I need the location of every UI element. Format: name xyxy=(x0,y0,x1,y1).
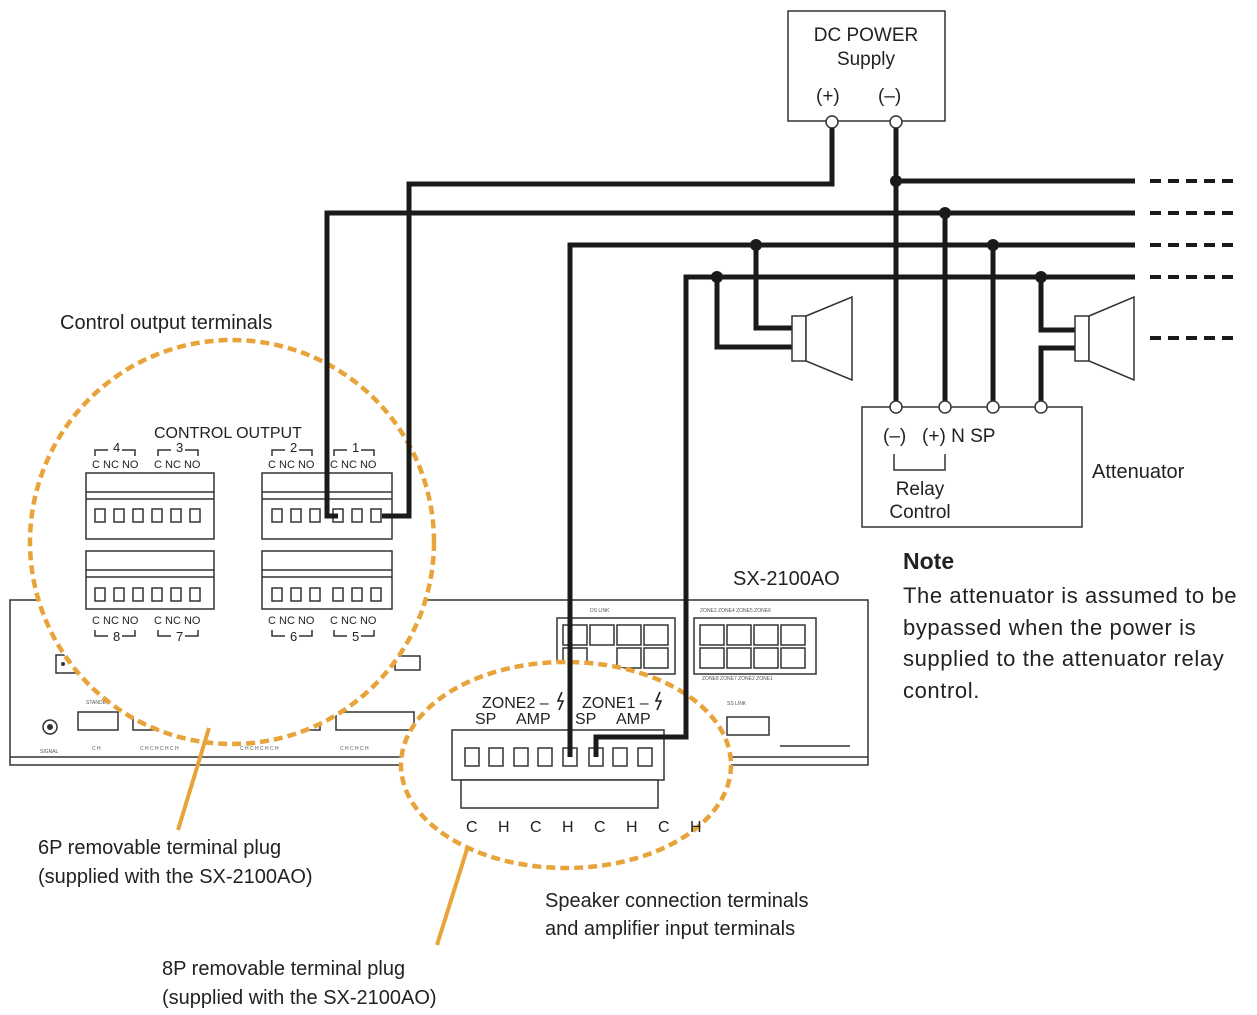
terminal-block-left-top xyxy=(85,472,215,540)
pin-labels-4: C NC NO xyxy=(92,459,139,471)
pin-labels-1: C NC NO xyxy=(330,459,377,471)
terminal-block-left-bottom xyxy=(85,550,215,610)
speaker-terminal-panel: ZONE2 – ZONE1 – SP AMP SP AMP C H C H C … xyxy=(398,659,734,871)
control-label: Control xyxy=(889,502,950,523)
zone2-label: ZONE2 – xyxy=(482,695,549,712)
plug-8p-sublabel: (supplied with the SX-2100AO) xyxy=(162,987,437,1009)
plug-6p-label: 6P removable terminal plug xyxy=(38,837,281,859)
svg-text:SIGNAL: SIGNAL xyxy=(40,749,59,755)
output-number-8: 8 xyxy=(113,629,120,644)
terminal-block-8p xyxy=(451,729,665,809)
output-number-2: 2 xyxy=(290,440,297,455)
control-output-callout: Control output terminals xyxy=(60,312,272,334)
svg-text:C H C H C H C H: C H C H C H C H xyxy=(240,746,279,752)
power-plus-label: (+) xyxy=(816,86,840,107)
pin-labels-5: C NC NO xyxy=(330,615,377,627)
pin-labels-6: C NC NO xyxy=(268,615,315,627)
power-supply-subtitle: Supply xyxy=(837,49,896,70)
pin-labels-2: C NC NO xyxy=(268,459,315,471)
relay-label: Relay xyxy=(896,479,945,500)
power-minus-label: (–) xyxy=(878,86,901,107)
speaker-terminal-callout-line2: and amplifier input terminals xyxy=(545,918,795,940)
zone1-label: ZONE1 – xyxy=(582,695,649,712)
output-number-6: 6 xyxy=(290,629,297,644)
svg-text:ZONE3 ZONE4 ZONE5 ZONE6: ZONE3 ZONE4 ZONE5 ZONE6 xyxy=(700,608,771,614)
svg-text:ZONE8 ZONE7 ZONE2 ZONE1: ZONE8 ZONE7 ZONE2 ZONE1 xyxy=(702,676,773,682)
plug-8p-leader xyxy=(435,845,470,946)
svg-text:STANDBY: STANDBY xyxy=(86,700,110,706)
svg-text:C H C H C H C H: C H C H C H C H xyxy=(140,746,179,752)
control-output-callout-circle xyxy=(27,337,437,747)
speaker-terminal-callout: Speaker connection terminals xyxy=(545,890,808,912)
svg-text:C H C H C H: C H C H C H xyxy=(340,746,369,752)
speaker-icon xyxy=(791,295,853,382)
note-heading: Note xyxy=(903,548,955,574)
output-number-1: 1 xyxy=(352,440,359,455)
svg-text:SS LINK: SS LINK xyxy=(727,701,747,707)
speaker-icon xyxy=(1074,295,1135,382)
control-output-title: CONTROL OUTPUT xyxy=(154,425,302,442)
pin-labels-7: C NC NO xyxy=(154,615,201,627)
zone1-amp-label: AMP xyxy=(616,711,651,728)
output-number-3: 3 xyxy=(176,440,183,455)
dc-power-supply: DC POWER Supply (+) (–) xyxy=(787,10,946,122)
plug-6p-leader xyxy=(176,727,211,831)
svg-text:C H: C H xyxy=(92,746,101,752)
attenuator-box: (–) (+) N SP Relay Control xyxy=(861,406,1083,528)
output-number-4: 4 xyxy=(113,440,120,455)
output-number-5: 5 xyxy=(352,629,359,644)
note-body: The attenuator is assumed to be bypassed… xyxy=(903,583,1238,703)
device-model: SX-2100AO xyxy=(733,568,840,590)
zone1-sp-label: SP xyxy=(575,711,596,728)
pin-labels-8p: C H C H C H C H xyxy=(466,819,710,836)
wiring xyxy=(324,115,1240,757)
attenuator-label: Attenuator xyxy=(1092,461,1185,483)
output-number-7: 7 xyxy=(176,629,183,644)
attenuator-terminal-labels: (–) (+) N SP xyxy=(883,426,995,447)
power-supply-title: DC POWER xyxy=(814,25,919,46)
svg-text:DS LINK: DS LINK xyxy=(590,608,610,614)
terminal-block-right-bottom xyxy=(261,550,393,610)
zone2-amp-label: AMP xyxy=(516,711,551,728)
plug-6p-sublabel: (supplied with the SX-2100AO) xyxy=(38,866,313,888)
pin-labels-3: C NC NO xyxy=(154,459,201,471)
zone2-sp-label: SP xyxy=(475,711,496,728)
plug-8p-label: 8P removable terminal plug xyxy=(162,958,405,980)
pin-labels-8: C NC NO xyxy=(92,615,139,627)
control-output-panel: CONTROL OUTPUT 4 3 2 1 C NC NO C NC NO C… xyxy=(27,337,437,747)
